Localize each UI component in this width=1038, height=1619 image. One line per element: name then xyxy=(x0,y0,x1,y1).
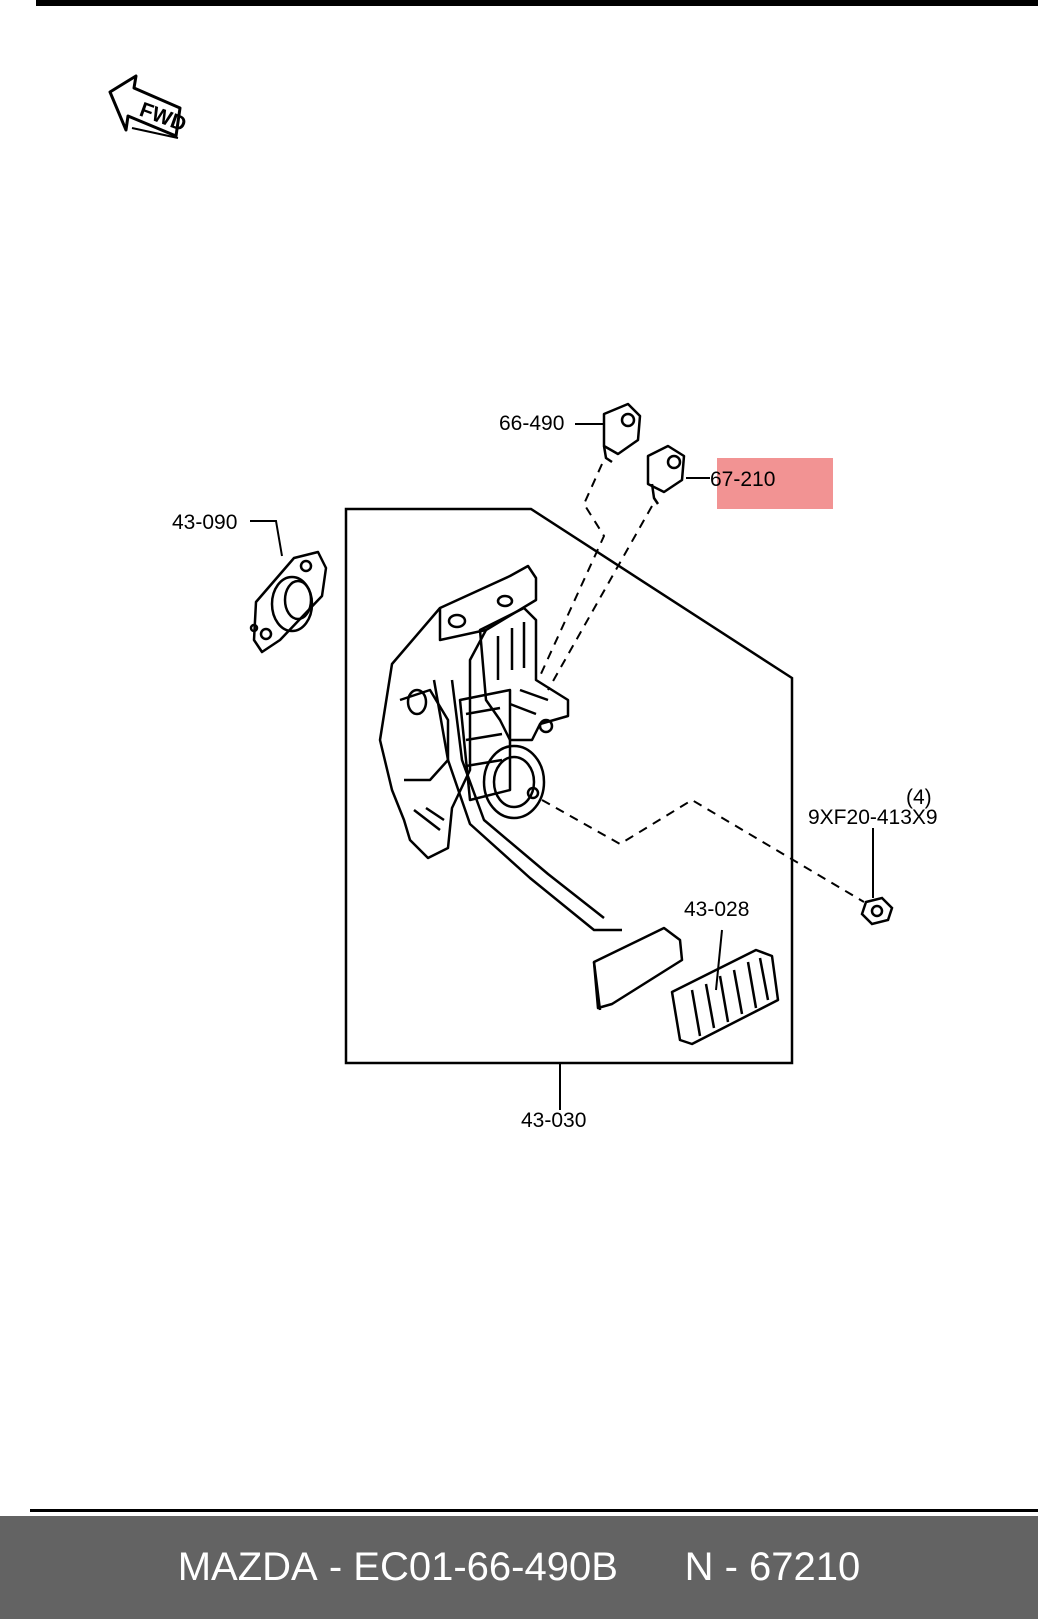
fwd-arrow-icon: FWD xyxy=(108,74,189,139)
parts-diagram: FWD xyxy=(108,74,938,1132)
footer-ref-prefix: N xyxy=(684,1545,714,1589)
top-rule xyxy=(36,0,1038,6)
footer-part-number: EC01-66-490B xyxy=(353,1545,618,1589)
label-67-210: 67-210 xyxy=(710,468,775,491)
label-43-028: 43-028 xyxy=(684,898,749,921)
leader-lines xyxy=(250,423,874,1110)
pedal-pad-rubber xyxy=(670,948,780,1046)
label-43-030: 43-030 xyxy=(521,1109,586,1132)
label-bolt-qty: (4) xyxy=(906,786,932,809)
pedal-arm xyxy=(432,679,622,932)
bottom-rule xyxy=(30,1509,1038,1512)
footer-sep-2: - xyxy=(713,1545,750,1589)
footer-brand: MAZDA xyxy=(177,1545,318,1589)
label-43-090: 43-090 xyxy=(172,511,237,534)
pedal-bracket xyxy=(378,564,538,860)
label-66-490: 66-490 xyxy=(499,412,564,435)
footer-gap xyxy=(618,1545,685,1590)
assembly-outline xyxy=(344,507,794,1065)
flange-nut xyxy=(860,896,894,926)
switch-67-210 xyxy=(646,444,686,505)
highlight-box xyxy=(717,458,833,509)
footer-ref-number: 67210 xyxy=(749,1545,861,1589)
pivot-boss xyxy=(482,744,546,820)
switch-66-490 xyxy=(602,402,642,464)
gasket-part xyxy=(249,550,328,654)
pedal-pad-assembly xyxy=(592,926,684,1011)
label-9xf20-413x9: 9XF20-413X9 xyxy=(808,806,938,829)
dashed-guides xyxy=(539,463,865,903)
footer-bar: MAZDA - EC01-66-490B N - 67210 xyxy=(0,1516,1038,1619)
footer-sep-1: - xyxy=(317,1545,354,1589)
switch-bracket xyxy=(478,606,570,742)
